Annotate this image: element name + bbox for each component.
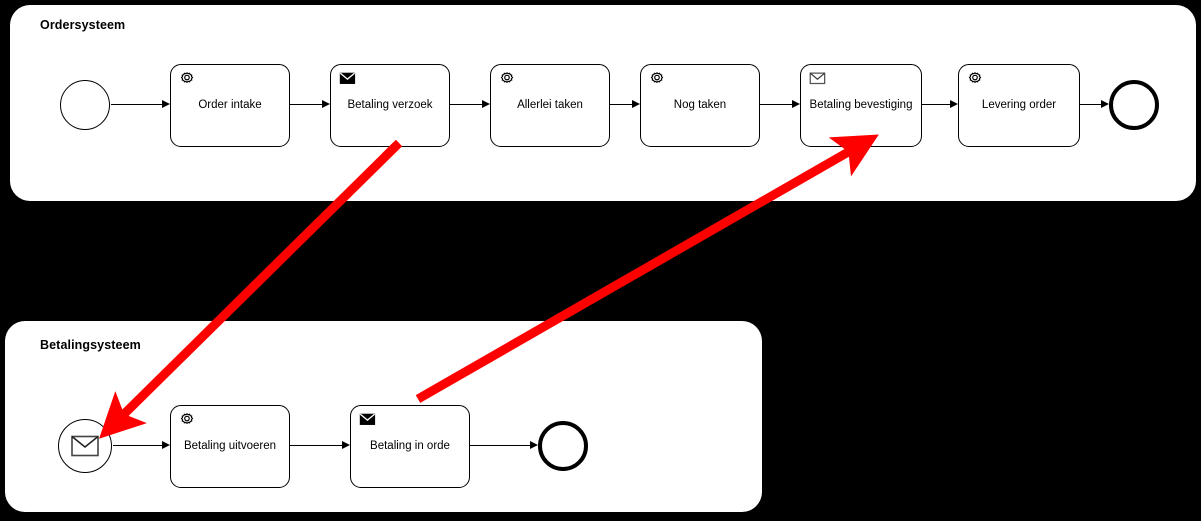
- pool-ordersysteem-title: Ordersysteem: [40, 18, 126, 32]
- flow-nog-to-bevestiging: [760, 104, 792, 106]
- task-levering-order[interactable]: Levering order: [958, 64, 1080, 147]
- task-betaling-verzoek-label: Betaling verzoek: [347, 99, 433, 112]
- flow-start-to-intake-arrowhead: [162, 100, 170, 108]
- gear-icon: [500, 72, 514, 83]
- order-start-event[interactable]: [60, 80, 110, 130]
- flow-allerlei-to-nog-arrowhead: [632, 100, 640, 108]
- gear-icon: [968, 72, 982, 83]
- flow-verzoek-to-allerlei: [450, 104, 482, 106]
- flow-uitvoeren-to-inorde-arrowhead: [342, 441, 350, 449]
- flow-levering-to-end: [1080, 104, 1101, 106]
- task-nog-taken-label: Nog taken: [673, 99, 727, 112]
- flow-nog-to-bevestiging-arrowhead: [792, 100, 800, 108]
- task-betaling-in-orde[interactable]: Betaling in orde: [350, 405, 470, 488]
- payment-end-event[interactable]: [538, 421, 588, 471]
- task-order-intake-label: Order intake: [198, 99, 262, 112]
- flow-msgstart-to-uitvoeren: [113, 445, 162, 447]
- envelope-outline-icon: [809, 72, 826, 85]
- task-order-intake[interactable]: Order intake: [170, 64, 290, 147]
- task-allerlei-taken[interactable]: Allerlei taken: [490, 64, 610, 147]
- flow-inorde-to-end: [470, 445, 530, 447]
- envelope-outline-icon: [71, 435, 99, 457]
- gear-icon: [180, 72, 194, 83]
- flow-levering-to-end-arrowhead: [1101, 100, 1109, 108]
- flow-uitvoeren-to-inorde: [290, 445, 342, 447]
- task-levering-order-label: Levering order: [981, 99, 1057, 112]
- task-betaling-uitvoeren[interactable]: Betaling uitvoeren: [170, 405, 290, 488]
- flow-intake-to-verzoek: [290, 104, 322, 106]
- order-end-event[interactable]: [1109, 80, 1159, 130]
- envelope-filled-icon: [359, 413, 376, 425]
- task-betaling-uitvoeren-label: Betaling uitvoeren: [183, 440, 277, 453]
- task-allerlei-taken-label: Allerlei taken: [517, 99, 583, 112]
- task-betaling-bevestiging[interactable]: Betaling bevestiging: [800, 64, 922, 147]
- flow-bevestiging-to-levering: [922, 104, 950, 106]
- flow-bevestiging-to-levering-arrowhead: [950, 100, 958, 108]
- gear-icon: [180, 413, 194, 424]
- task-betaling-bevestiging-label: Betaling bevestiging: [809, 99, 913, 112]
- flow-inorde-to-end-arrowhead: [530, 441, 538, 449]
- payment-message-start-event[interactable]: [58, 419, 112, 473]
- flow-intake-to-verzoek-arrowhead: [322, 100, 330, 108]
- gear-icon: [650, 72, 664, 83]
- flow-verzoek-to-allerlei-arrowhead: [482, 100, 490, 108]
- pool-betalingsysteem-title: Betalingsysteem: [40, 338, 141, 352]
- flow-allerlei-to-nog: [610, 104, 632, 106]
- task-betaling-in-orde-label: Betaling in orde: [370, 440, 450, 453]
- task-betaling-verzoek[interactable]: Betaling verzoek: [330, 64, 450, 147]
- flow-start-to-intake: [111, 104, 162, 106]
- task-nog-taken[interactable]: Nog taken: [640, 64, 760, 147]
- flow-msgstart-to-uitvoeren-arrowhead: [162, 441, 170, 449]
- envelope-filled-icon: [339, 72, 356, 84]
